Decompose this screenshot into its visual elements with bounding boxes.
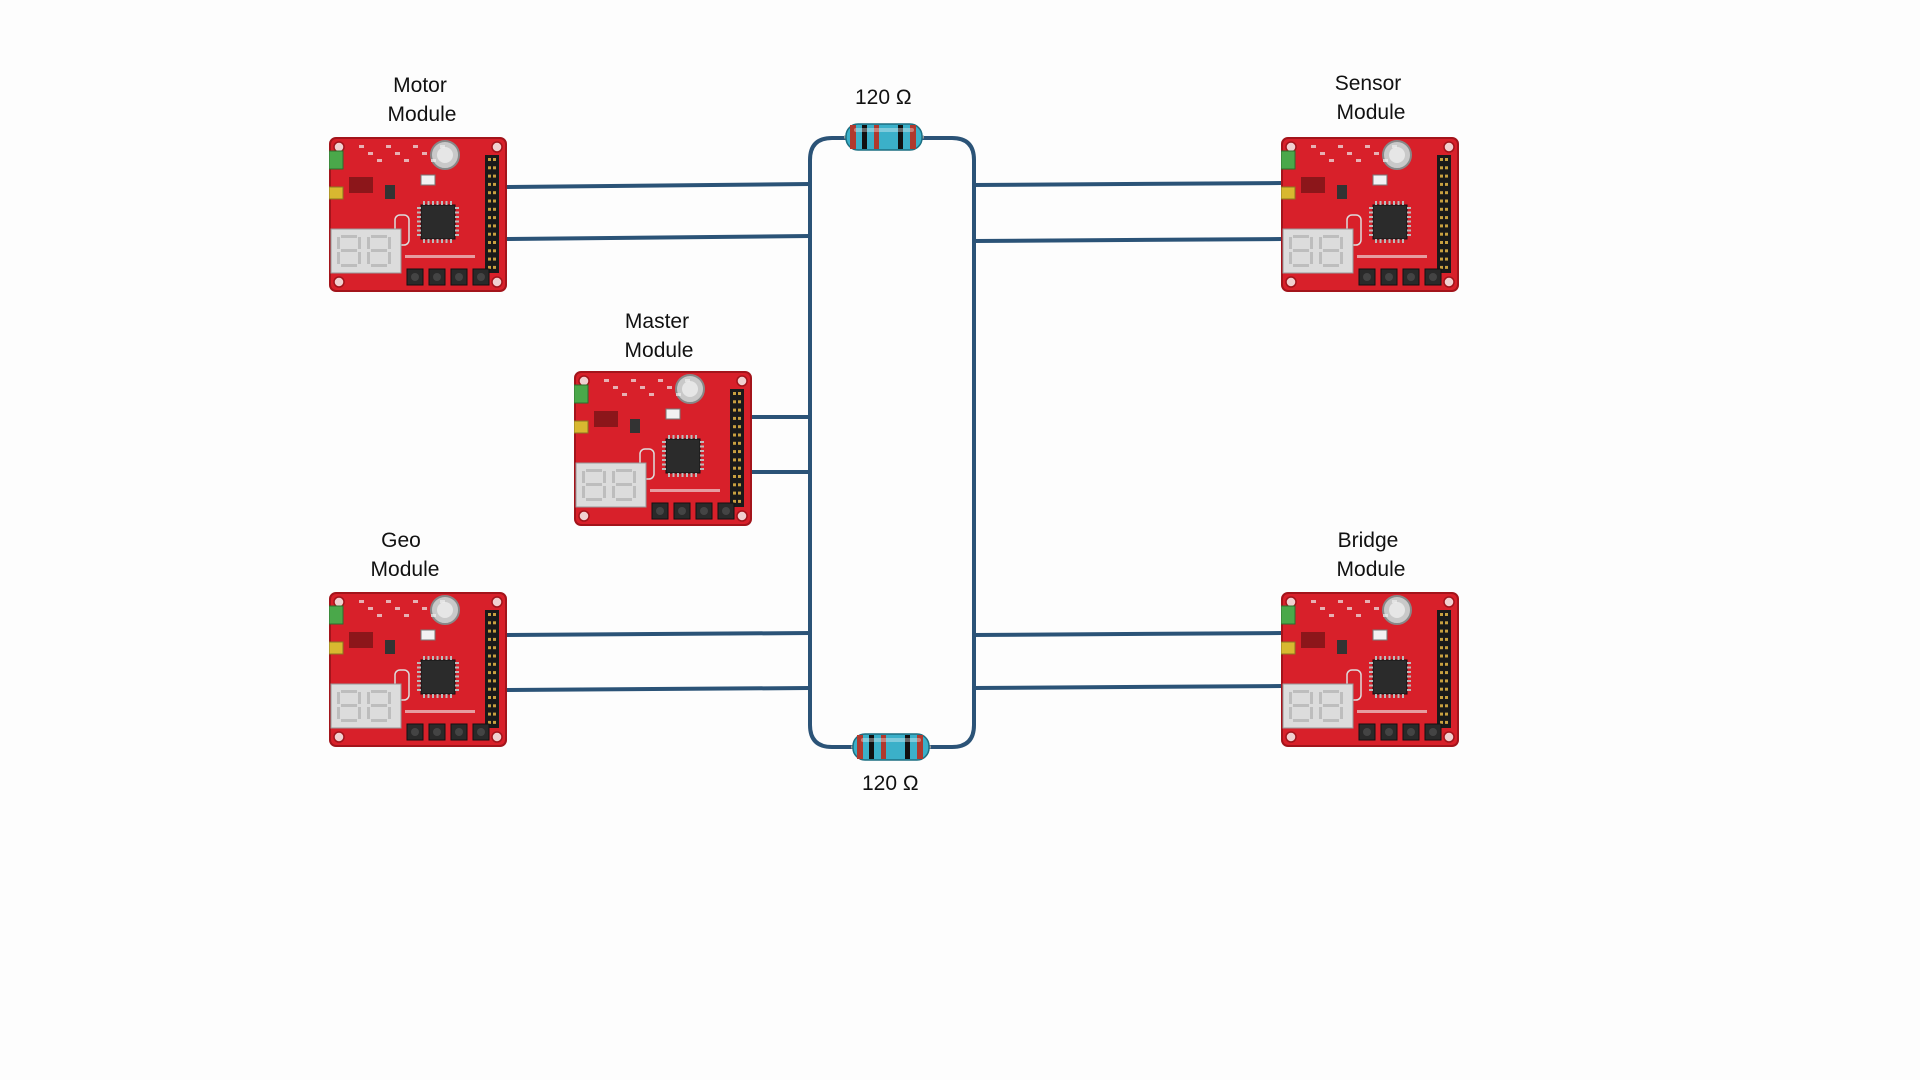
termination-resistor-bottom (851, 733, 931, 761)
geo-module-board (328, 592, 507, 747)
termination-resistor-top (844, 123, 924, 151)
resistor-bottom-label: 120 Ω (862, 772, 919, 795)
sensor-module-label: Sensor Module (1318, 69, 1418, 127)
bridge-canh-wire (973, 631, 1283, 637)
bus-loop (808, 136, 976, 749)
master-module-label: Master Module (607, 307, 707, 365)
sensor-label-line1: Sensor (1334, 72, 1402, 95)
sensor-module-board (1280, 137, 1459, 292)
motor-canh-wire (505, 182, 811, 189)
resistor-top-label: 120 Ω (855, 86, 912, 109)
motor-module-label: Motor Module (370, 71, 470, 129)
geo-label-line1: Geo (381, 529, 421, 552)
motor-label-line1: Motor (393, 74, 447, 97)
sensor-label-line2: Module (1336, 101, 1406, 124)
geo-canl-wire (505, 686, 811, 692)
bridge-module-label: Bridge Module (1318, 526, 1418, 584)
bridge-module-board (1280, 592, 1459, 747)
master-label-line2: Module (624, 339, 694, 362)
motor-module-board (328, 137, 507, 292)
motor-label-line2: Module (387, 103, 457, 126)
geo-module-label: Geo Module (355, 526, 455, 584)
master-module-board (573, 371, 752, 526)
geo-canh-wire (505, 631, 811, 637)
sensor-canh-wire (973, 181, 1283, 187)
bridge-label-line2: Module (1336, 558, 1406, 581)
geo-label-line2: Module (370, 558, 440, 581)
master-label-line1: Master (624, 310, 690, 333)
sensor-canl-wire (973, 237, 1283, 243)
motor-canl-wire (505, 234, 811, 241)
bridge-label-line1: Bridge (1337, 529, 1399, 552)
bridge-canl-wire (973, 684, 1283, 690)
